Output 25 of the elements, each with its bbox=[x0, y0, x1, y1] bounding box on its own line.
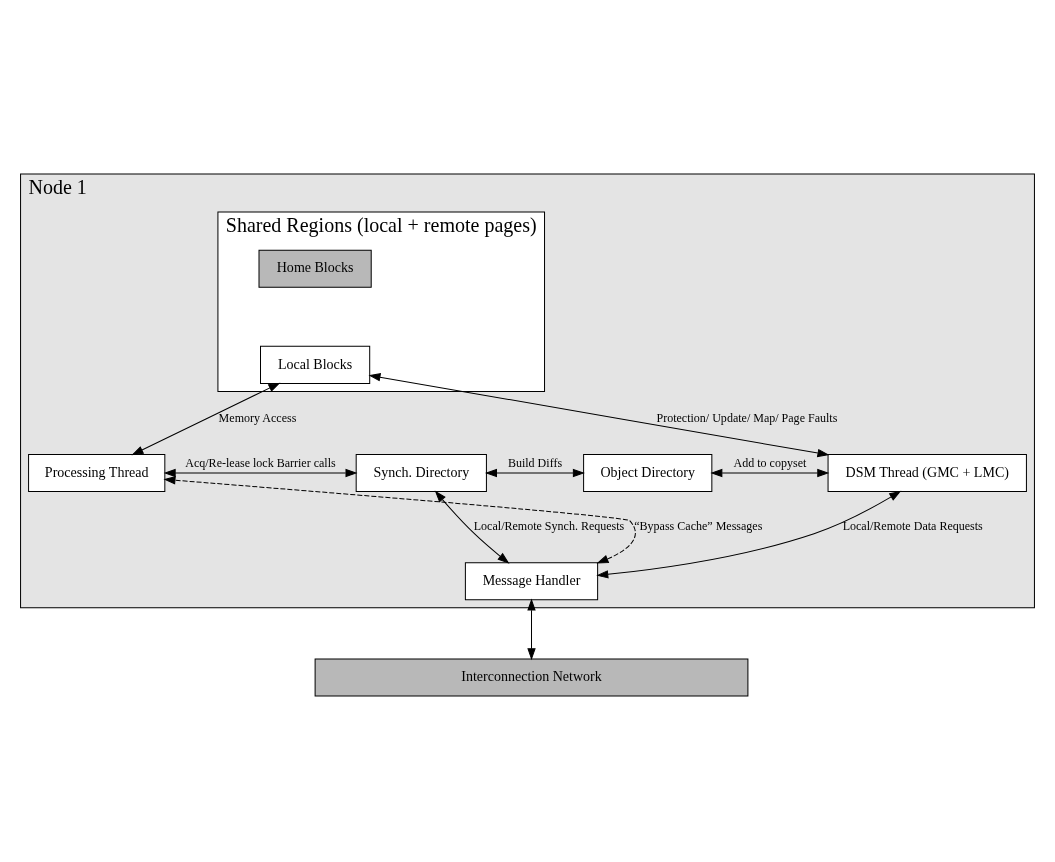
arrow bbox=[486, 469, 584, 478]
edge-label: Protection/ Update/ Map/ Page Faults bbox=[656, 411, 838, 426]
arrow bbox=[369, 373, 829, 458]
node-box: Interconnection Network bbox=[314, 658, 749, 697]
edge-label: Add to copyset bbox=[733, 455, 807, 470]
arrow bbox=[527, 599, 536, 660]
node-box: Synch. Directory bbox=[355, 454, 487, 493]
node-box: Message Handler bbox=[464, 562, 599, 601]
arrow bbox=[435, 491, 509, 564]
arrow bbox=[132, 382, 280, 455]
edge-label: Acq/Re-lease lock Barrier calls bbox=[185, 455, 336, 470]
edge-label: Memory Access bbox=[218, 411, 297, 426]
arrow bbox=[164, 469, 357, 478]
edge-label: Build Diffs bbox=[507, 455, 563, 470]
arrow bbox=[711, 469, 829, 478]
node-box: Home Blocks bbox=[258, 249, 372, 288]
edge-label: Local/Remote Synch. Requests bbox=[473, 519, 625, 534]
arrow bbox=[164, 476, 636, 564]
node-box: Object Directory bbox=[583, 454, 713, 493]
node-box: DSM Thread (GMC + LMC) bbox=[827, 454, 1027, 493]
edge-label: Local/Remote Data Requests bbox=[842, 519, 983, 534]
node-box: Local Blocks bbox=[260, 345, 371, 384]
edge-label: “Bypass Cache” Messages bbox=[634, 519, 763, 534]
arrow bbox=[597, 491, 901, 579]
node-box: Processing Thread bbox=[28, 454, 166, 493]
